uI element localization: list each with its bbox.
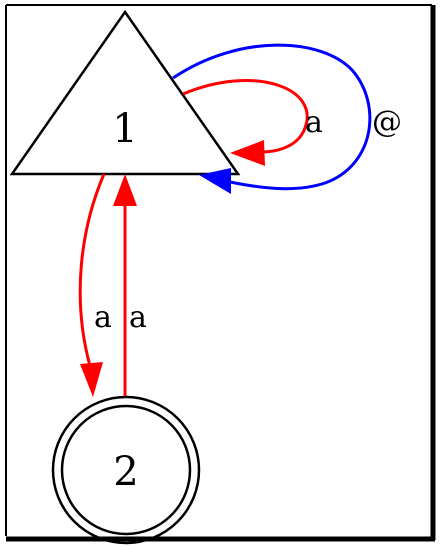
edge-1-to-1-at-arrowhead bbox=[199, 168, 231, 194]
state-2-inner-circle bbox=[60, 404, 192, 536]
edge-1-to-1-at[interactable]: @ bbox=[172, 43, 402, 194]
edge-1-to-1-at-curve bbox=[172, 43, 372, 191]
edge-1-to-1-a-label: a bbox=[305, 105, 323, 140]
edge-1-to-1-a-curve bbox=[182, 79, 309, 154]
edge-2-to-1-a-label: a bbox=[129, 300, 147, 335]
edge-1-to-1-a-arrowhead bbox=[230, 140, 265, 166]
edge-1-to-2-a[interactable]: a bbox=[78, 173, 112, 397]
state-1[interactable]: 1 bbox=[9, 9, 241, 176]
state-2-label: 2 bbox=[113, 449, 138, 495]
edge-1-to-2-a-curve bbox=[78, 173, 106, 367]
edge-1-to-1-a[interactable]: a bbox=[182, 79, 323, 166]
edge-1-to-2-a-label: a bbox=[94, 300, 112, 335]
state-1-label: 1 bbox=[112, 106, 137, 152]
edge-2-to-1-a[interactable]: a bbox=[113, 174, 147, 396]
state-2[interactable]: 2 bbox=[51, 395, 201, 545]
diagram-frame bbox=[5, 4, 436, 542]
state-2-outer-circle bbox=[51, 395, 201, 545]
edge-2-to-1-a-arrowhead bbox=[113, 174, 137, 206]
edge-1-to-2-a-arrowhead bbox=[80, 362, 103, 397]
edge-1-to-1-at-label: @ bbox=[372, 105, 402, 140]
